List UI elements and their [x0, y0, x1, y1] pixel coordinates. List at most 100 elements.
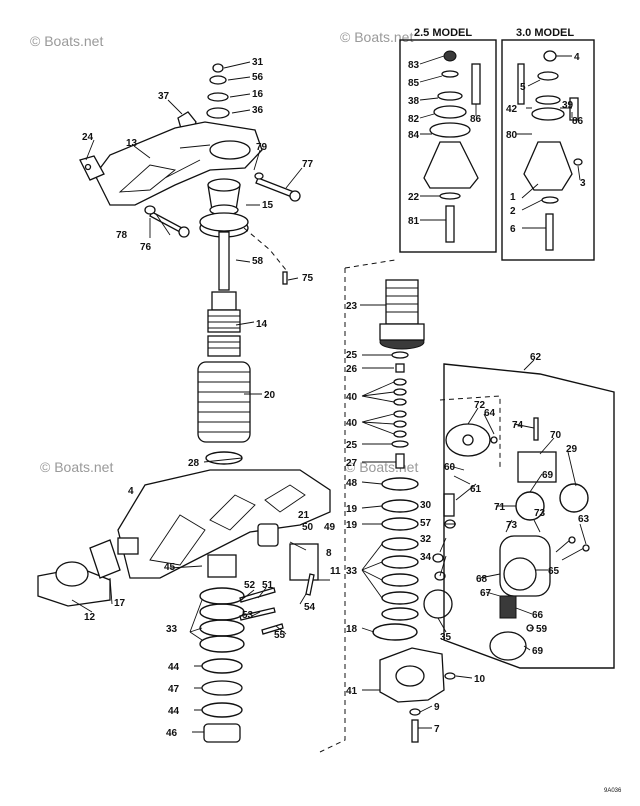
callout-label: 73 — [534, 508, 546, 519]
model-header-30: 3.0 MODEL — [516, 27, 574, 39]
washer — [409, 708, 421, 716]
callout-label: 37 — [158, 91, 170, 102]
spring — [207, 309, 241, 333]
callout-label: 85 — [408, 78, 420, 89]
callout-label: 27 — [346, 458, 358, 469]
callout-label: 29 — [566, 444, 578, 455]
shim — [381, 591, 419, 605]
drawing-code: 9A036 — [604, 788, 622, 794]
bolt — [411, 719, 419, 743]
callout-label: 59 — [536, 624, 548, 635]
pin — [261, 623, 284, 635]
bearing — [207, 554, 237, 578]
callout-label: 25 — [346, 440, 358, 451]
callout-label: 82 — [408, 114, 420, 125]
callout-label: 54 — [304, 602, 316, 613]
leader-lines — [71, 55, 587, 733]
stern-bracket-assembly — [37, 469, 331, 743]
callout-label: 30 — [420, 500, 432, 511]
callout-label: 58 — [252, 256, 264, 267]
callout-label: 46 — [166, 728, 178, 739]
housing-bore — [395, 665, 425, 687]
washer — [391, 440, 409, 448]
callout-labels: 31 56 16 36 37 24 13 79 77 15 78 76 58 7… — [82, 52, 590, 739]
callout-label: 76 — [140, 242, 152, 253]
shim — [199, 619, 245, 637]
shim — [381, 537, 419, 551]
model-inset-25 — [399, 39, 497, 253]
bracket-webs — [149, 484, 306, 566]
callout-label: 68 — [476, 574, 488, 585]
callout-label: 50 — [302, 522, 314, 533]
bolt — [395, 453, 405, 469]
bushing — [89, 539, 121, 579]
callout-label: 31 — [252, 57, 264, 68]
callout-label: 35 — [440, 632, 452, 643]
terminal — [582, 544, 590, 552]
cushion — [531, 107, 565, 121]
callout-label: 1 — [510, 192, 516, 203]
shim — [381, 555, 419, 569]
washer — [437, 91, 463, 101]
callout-label: 10 — [474, 674, 486, 685]
callout-label: 22 — [408, 192, 420, 203]
callout-label: 16 — [252, 89, 264, 100]
swivel-bracket-assembly — [79, 63, 301, 465]
bolt — [255, 177, 295, 198]
callout-label: 72 — [474, 400, 486, 411]
callout-label: 38 — [408, 96, 420, 107]
callout-label: 13 — [126, 138, 138, 149]
washer — [432, 553, 444, 563]
callout-label: 2 — [510, 206, 516, 217]
callout-label: 12 — [84, 612, 96, 623]
callout-label: 86 — [572, 116, 584, 127]
nut — [212, 63, 224, 73]
callout-label: 36 — [252, 105, 264, 116]
bushing — [206, 107, 230, 119]
callout-label: 40 — [346, 418, 358, 429]
spring-retainer — [211, 291, 237, 311]
shim — [199, 635, 245, 653]
threads — [386, 287, 418, 313]
callout-label: 3 — [580, 178, 586, 189]
callout-label: 44 — [168, 706, 180, 717]
wire-leads — [555, 539, 585, 561]
inset-frame — [399, 39, 497, 253]
washer — [254, 172, 264, 180]
bearing — [203, 723, 241, 743]
callout-label: 65 — [548, 566, 560, 577]
callout-label: 53 — [242, 610, 254, 621]
pinion-gear-body — [379, 323, 425, 341]
callout-label: 33 — [346, 566, 358, 577]
callout-label: 42 — [506, 104, 518, 115]
motor-end — [503, 557, 537, 591]
shim — [381, 573, 419, 587]
callout-label: 84 — [408, 130, 420, 141]
washer — [391, 351, 409, 359]
callout-label: 63 — [578, 514, 590, 525]
callout-label: 7 — [434, 724, 440, 735]
ball — [393, 398, 407, 406]
cover-hub — [462, 434, 474, 446]
callout-label: 67 — [480, 588, 492, 599]
callout-label: 9 — [434, 702, 440, 713]
screw — [533, 417, 539, 441]
callout-label: 80 — [506, 130, 518, 141]
disc — [423, 589, 453, 619]
callout-label: 5 — [520, 82, 526, 93]
thrust-disc-top — [199, 212, 249, 232]
spring-coils — [208, 315, 240, 329]
callout-label: 56 — [252, 72, 264, 83]
callout-label: 44 — [168, 662, 180, 673]
bushing-top — [207, 178, 241, 192]
callout-label: 26 — [346, 364, 358, 375]
axis-line — [319, 259, 396, 753]
plunger — [443, 493, 455, 517]
callout-label: 69 — [542, 470, 554, 481]
callout-leaders — [71, 55, 587, 733]
washer — [441, 70, 459, 78]
pinion-shaft — [385, 279, 419, 325]
terminal — [568, 536, 576, 544]
shaft — [218, 231, 230, 291]
o-ring — [372, 623, 418, 641]
